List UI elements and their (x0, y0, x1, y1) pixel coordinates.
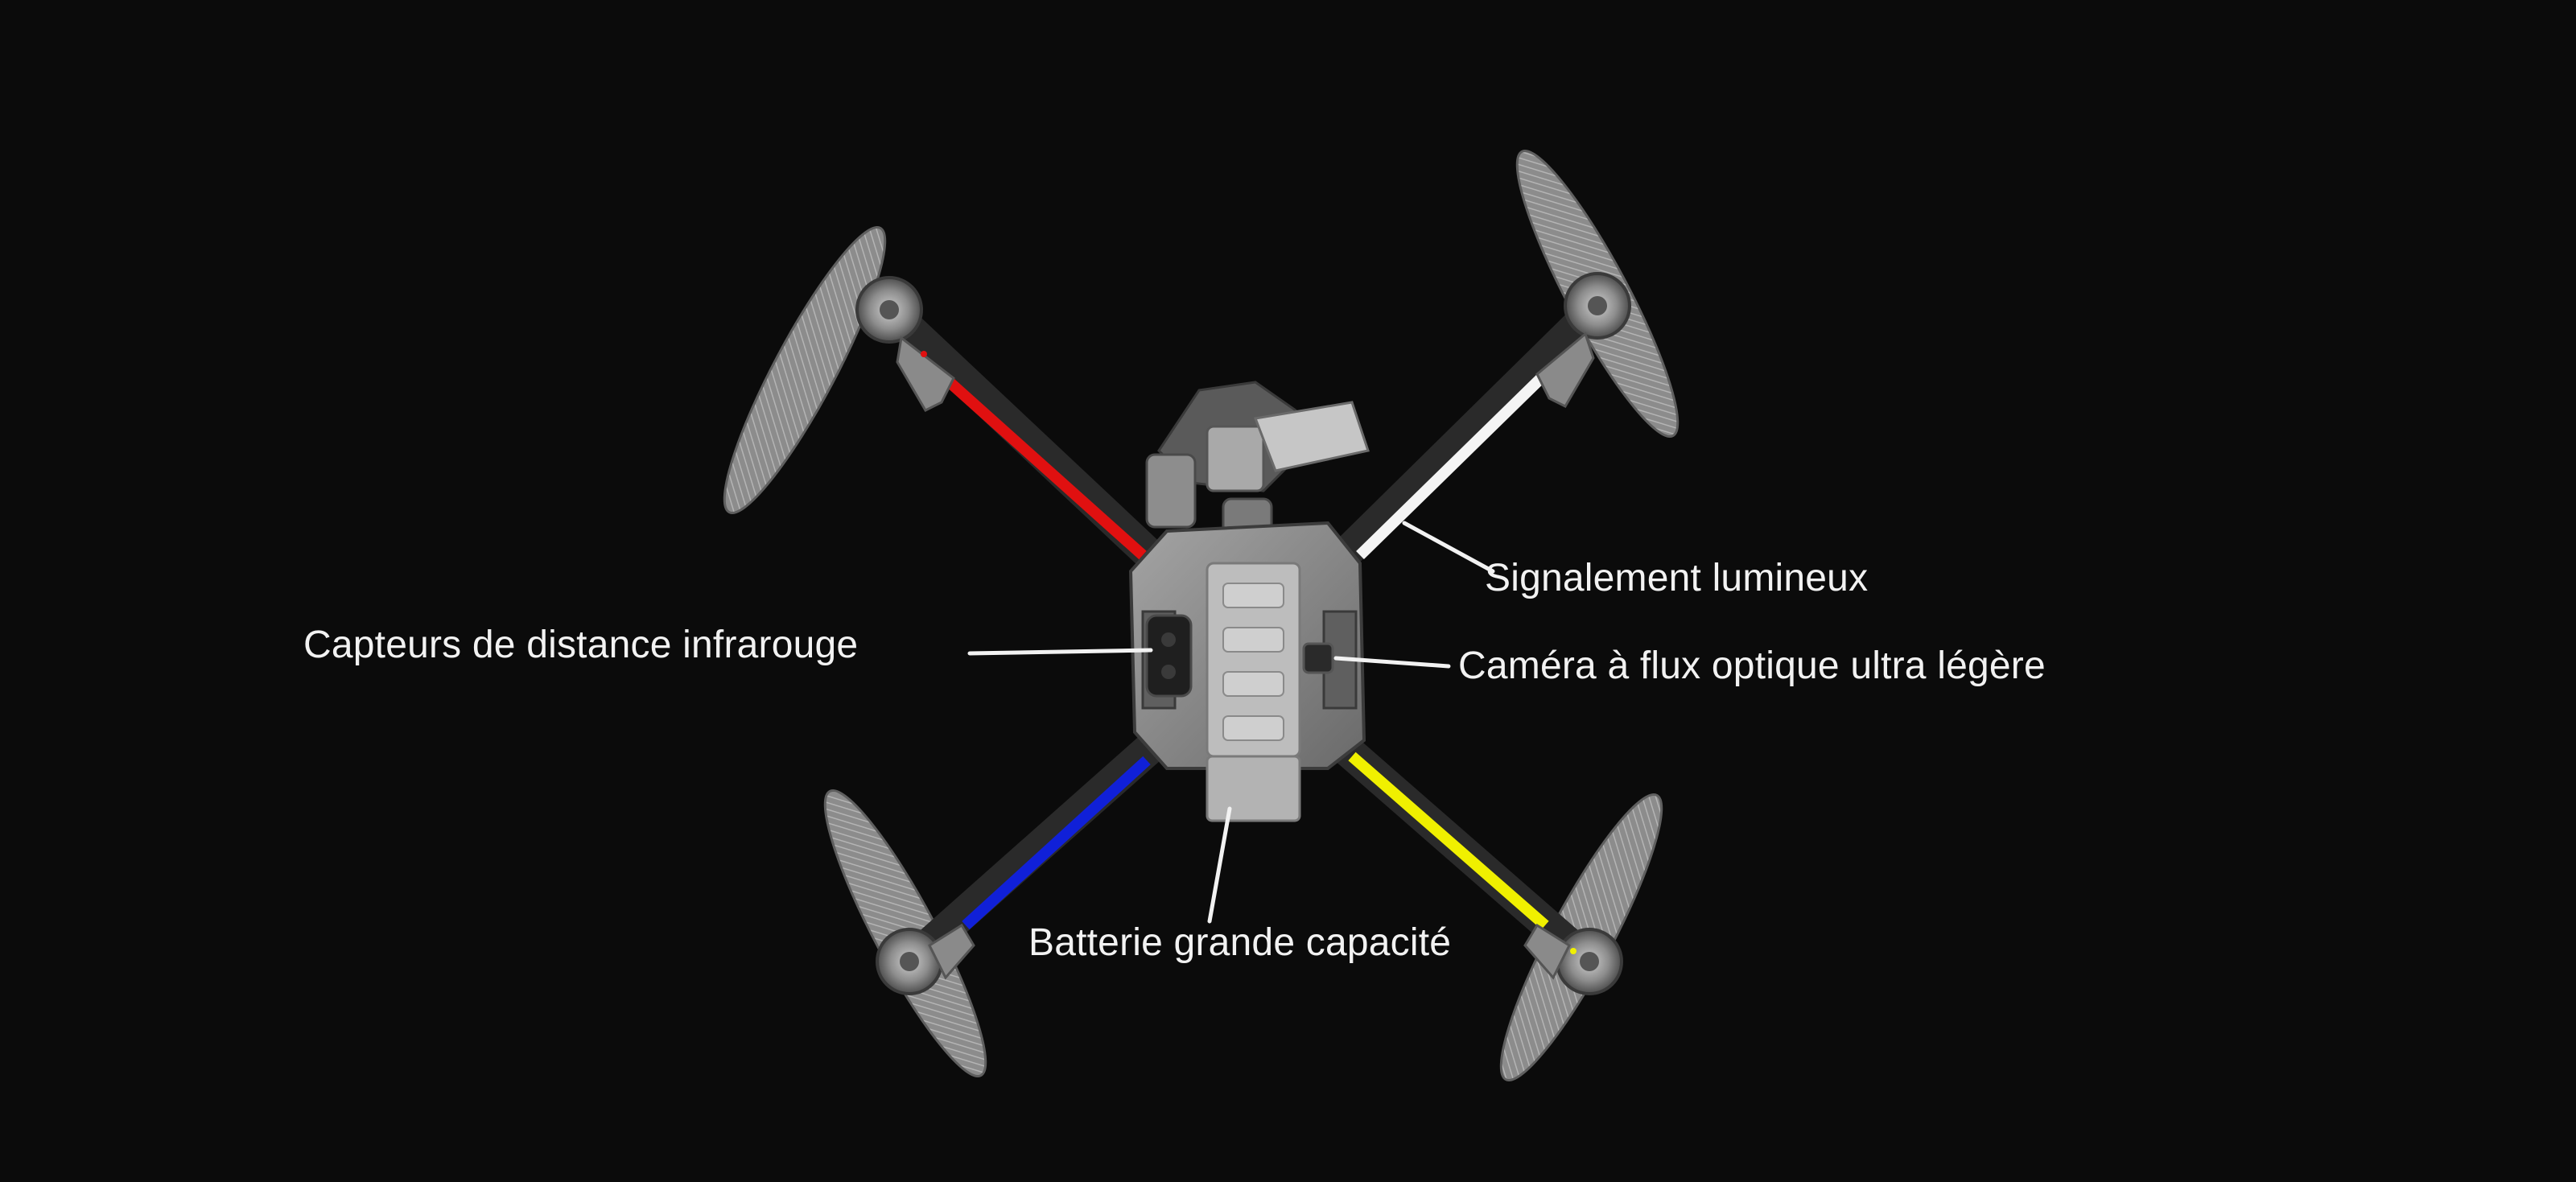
arm-rear-left (893, 724, 1175, 978)
leader-line-batterie (1207, 806, 1232, 924)
gimbal-camera (1145, 381, 1370, 541)
motor-rear-right (1523, 923, 1623, 995)
infrared-sensor (1145, 614, 1193, 698)
leader-line-camera (1333, 656, 1451, 669)
leader-line-capteurs (967, 648, 1153, 656)
arm-rear-right (1320, 724, 1605, 978)
propeller-front-left (723, 226, 887, 514)
arm-front-left (873, 294, 1175, 579)
motor-rear-left (876, 923, 975, 995)
label-capteurs-infrarouge: Capteurs de distance infrarouge (303, 624, 859, 666)
label-batterie: Batterie grande capacité (1028, 921, 1452, 964)
battery (1206, 562, 1301, 822)
motor-front-left (855, 276, 955, 412)
label-signalement-lumineux: Signalement lumineux (1485, 557, 1869, 599)
motor-front-right (1535, 272, 1631, 408)
arm-front-right (1320, 290, 1614, 579)
leader-line-signalement (1402, 521, 1495, 574)
label-camera-flux-optique: Caméra à flux optique ultra légère (1458, 645, 2046, 687)
optical-flow-camera (1302, 642, 1334, 674)
